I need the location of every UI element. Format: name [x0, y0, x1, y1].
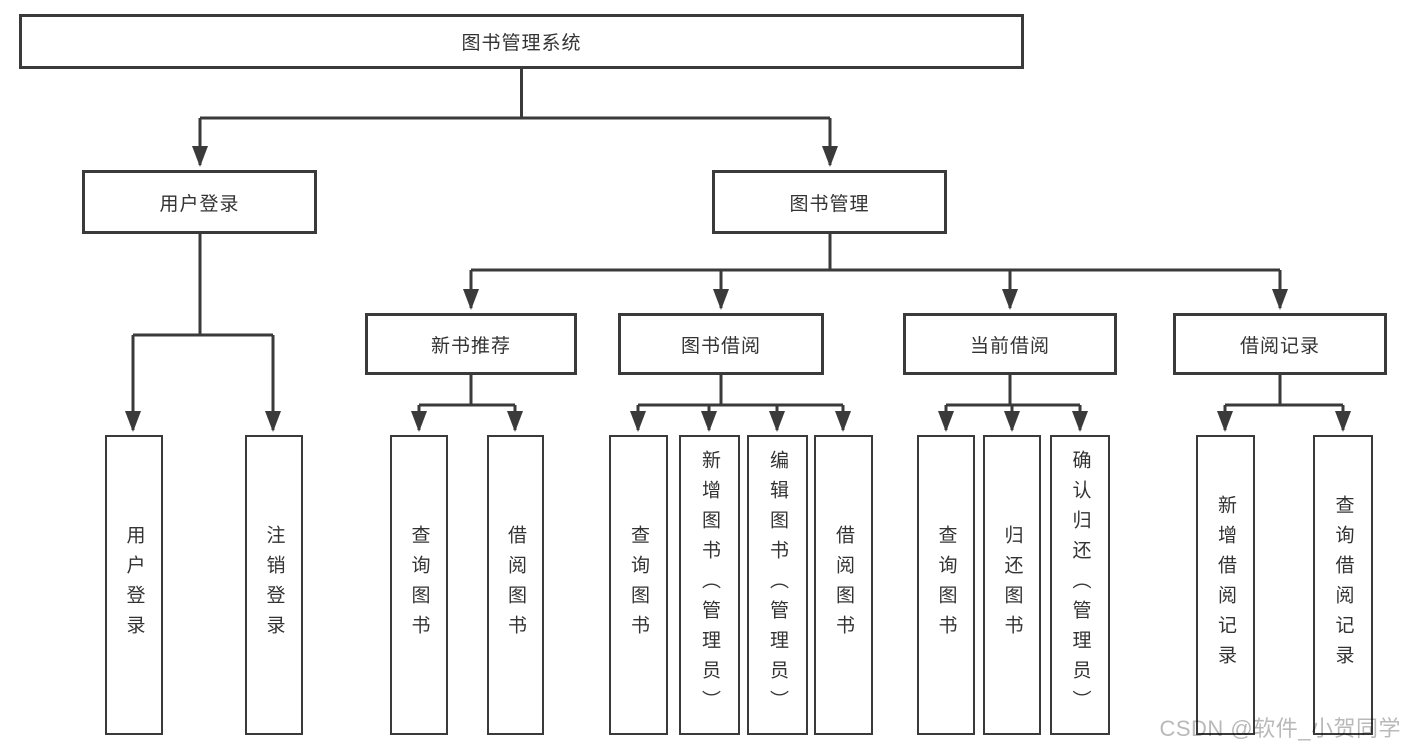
node-user-login-module: 用户登录: [82, 170, 317, 234]
node-leaf-borrow-books-2: 借阅图书: [814, 435, 873, 735]
node-library-management-system: 图书管理系统: [19, 14, 1024, 69]
node-leaf-borrow-books-1: 借阅图书: [487, 435, 544, 735]
leaf-label: 查询图书: [408, 525, 430, 645]
leaf-label: 新增图书（管理员）: [699, 450, 720, 720]
leaf-label: 借阅图书: [505, 525, 526, 645]
node-book-borrowing: 图书借阅: [618, 313, 824, 375]
node-book-management-module: 图书管理: [712, 170, 947, 234]
node-leaf-query-borrow-record: 查询借阅记录: [1313, 435, 1373, 735]
leaf-label: 归还图书: [1001, 525, 1023, 645]
leaf-label: 查询借阅记录: [1332, 495, 1354, 675]
node-borrow-records: 借阅记录: [1173, 313, 1387, 375]
leaf-label: 确认归还（管理员）: [1069, 450, 1091, 720]
node-leaf-return-books: 归还图书: [983, 435, 1041, 735]
leaf-label: 查询图书: [935, 525, 957, 645]
node-leaf-user-login: 用户登录: [105, 435, 163, 735]
node-leaf-confirm-return-admin: 确认归还（管理员）: [1050, 435, 1110, 735]
node-leaf-query-books-2: 查询图书: [609, 435, 668, 735]
leaf-label: 用户登录: [123, 525, 145, 645]
node-current-borrowing: 当前借阅: [903, 313, 1117, 375]
leaf-label: 查询图书: [628, 525, 649, 645]
node-leaf-add-books-admin: 新增图书（管理员）: [679, 435, 740, 735]
node-leaf-query-books-1: 查询图书: [390, 435, 448, 735]
leaf-label: 借阅图书: [833, 525, 854, 645]
leaf-label: 新增借阅记录: [1215, 495, 1236, 675]
node-new-book-recommendation: 新书推荐: [365, 313, 577, 375]
node-leaf-logout: 注销登录: [245, 435, 303, 735]
csdn-watermark: CSDN @软件_小贺同学: [1159, 716, 1401, 741]
node-leaf-edit-books-admin: 编辑图书（管理员）: [747, 435, 808, 735]
leaf-label: 注销登录: [263, 525, 285, 645]
node-leaf-query-books-3: 查询图书: [917, 435, 975, 735]
node-leaf-add-borrow-record: 新增借阅记录: [1196, 435, 1255, 735]
leaf-label: 编辑图书（管理员）: [767, 450, 788, 720]
